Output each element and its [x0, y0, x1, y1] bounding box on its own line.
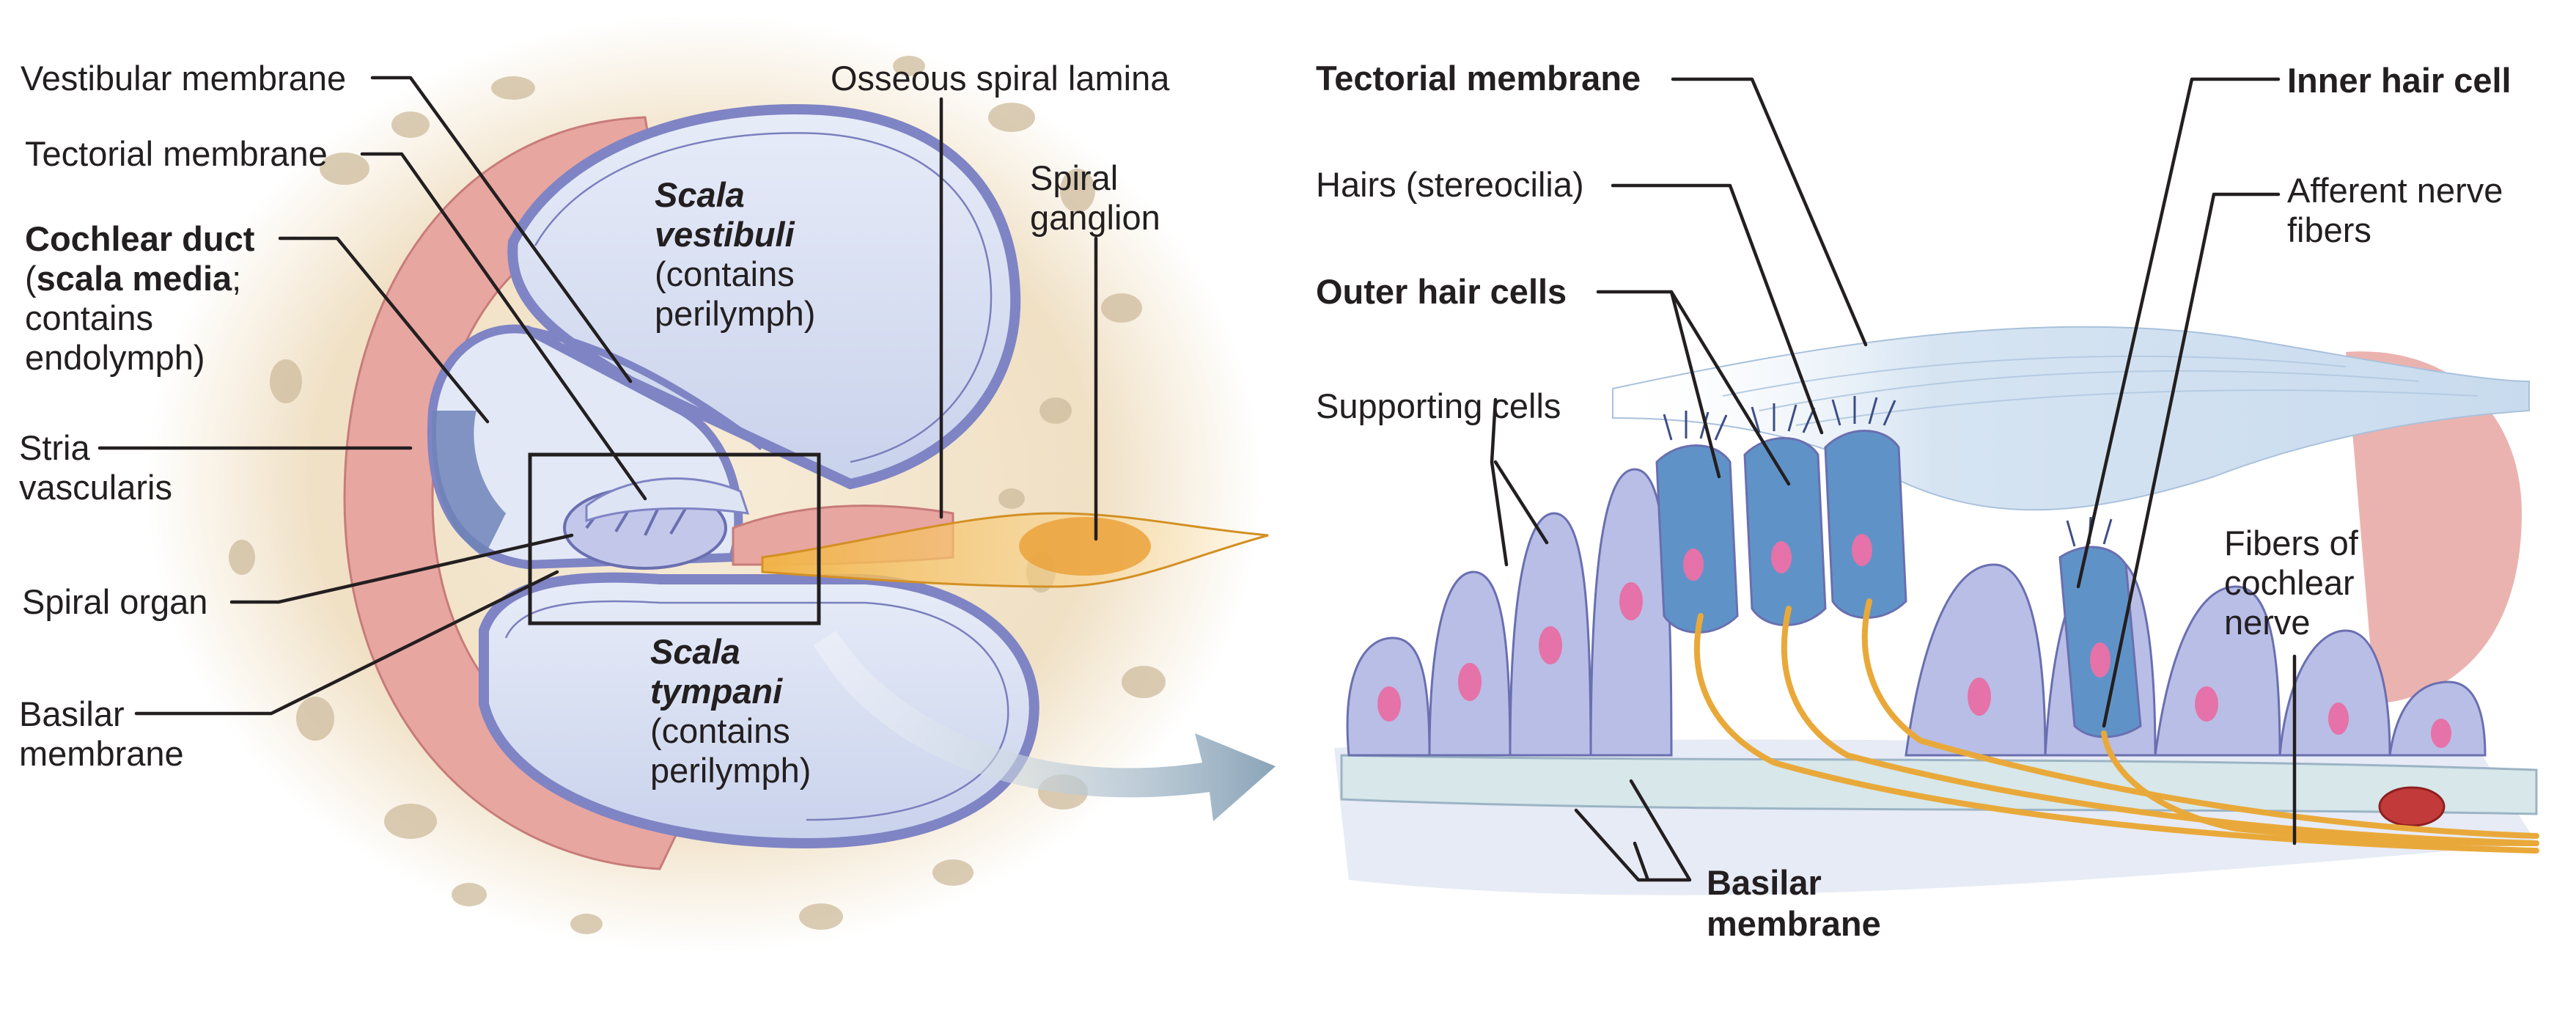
zoom-box [528, 452, 821, 625]
label-cochlear-duct: Cochlear duct [25, 219, 255, 258]
label-scala-tympani-1: Scala [650, 632, 740, 671]
label-cochlear-duct-contains: contains [25, 298, 153, 337]
blood-vessel [2378, 786, 2446, 827]
label-inner-hair-cell: Inner hair cell [2287, 61, 2511, 100]
cell-nuclei [1377, 534, 2451, 748]
label-stria: Stria [19, 428, 91, 467]
label-cochlear: cochlear [2224, 563, 2355, 602]
label-vestibular-membrane: Vestibular membrane [21, 59, 346, 98]
spiral-organ-small [563, 477, 750, 570]
label-membrane-right: membrane [1707, 904, 1881, 943]
label-tectorial-membrane-right: Tectorial membrane [1316, 59, 1641, 98]
label-afferent-nerve: Afferent nerve [2287, 171, 2503, 210]
cochlea-cross-section [147, 15, 1269, 953]
label-scala-tympani-4: perilymph) [650, 751, 811, 790]
label-scala-vestibuli-2: vestibuli [655, 215, 795, 254]
label-tectorial-membrane-left: Tectorial membrane [25, 134, 328, 173]
label-cochlear-duct-endolymph: endolymph) [25, 338, 205, 377]
label-nerve: nerve [2224, 603, 2311, 642]
label-basilar-right: Basilar [1707, 863, 1822, 902]
label-afferent-fibers: fibers [2287, 210, 2371, 249]
label-osseous-spiral-lamina: Osseous spiral lamina [831, 59, 1170, 98]
outer-hair-cells-shapes [1655, 430, 1907, 634]
stria-vascularis-band [432, 411, 506, 557]
scala-tympani-chamber [479, 572, 1039, 849]
label-outer-hair-cells: Outer hair cells [1316, 272, 1567, 311]
label-vascularis: vascularis [19, 468, 172, 507]
label-scala-media: (scala media; [25, 259, 241, 298]
label-basilar-left: Basilar [19, 694, 125, 733]
vestibular-membrane-line [527, 326, 765, 451]
label-ganglion: ganglion [1030, 198, 1160, 237]
scala-vestibuli-chamber [507, 104, 1021, 490]
label-hairs: Hairs (stereocilia) [1316, 165, 1584, 204]
inner-hair-cell-shape [2058, 546, 2142, 738]
basilar-membrane-shape [1340, 754, 2538, 815]
label-scala-vestibuli-3: (contains [655, 254, 795, 293]
label-supporting-cells: Supporting cells [1316, 386, 1561, 425]
zoom-arrow [814, 631, 1276, 821]
label-membrane-left: membrane [19, 734, 184, 773]
label-scala-tympani-3: (contains [650, 711, 790, 750]
leader-lines [97, 76, 2297, 882]
label-spiral-organ: Spiral organ [22, 582, 207, 621]
label-scala-vestibuli-4: perilymph) [655, 294, 815, 333]
label-scala-tympani-2: tympani [650, 672, 783, 711]
label-scala-vestibuli-1: Scala [655, 175, 745, 214]
nerve-fibers [1693, 598, 2539, 854]
supporting-cells-shapes [1346, 468, 2487, 757]
label-fibers-of: Fibers of [2224, 524, 2359, 562]
label-spiral: Spiral [1030, 158, 1118, 197]
